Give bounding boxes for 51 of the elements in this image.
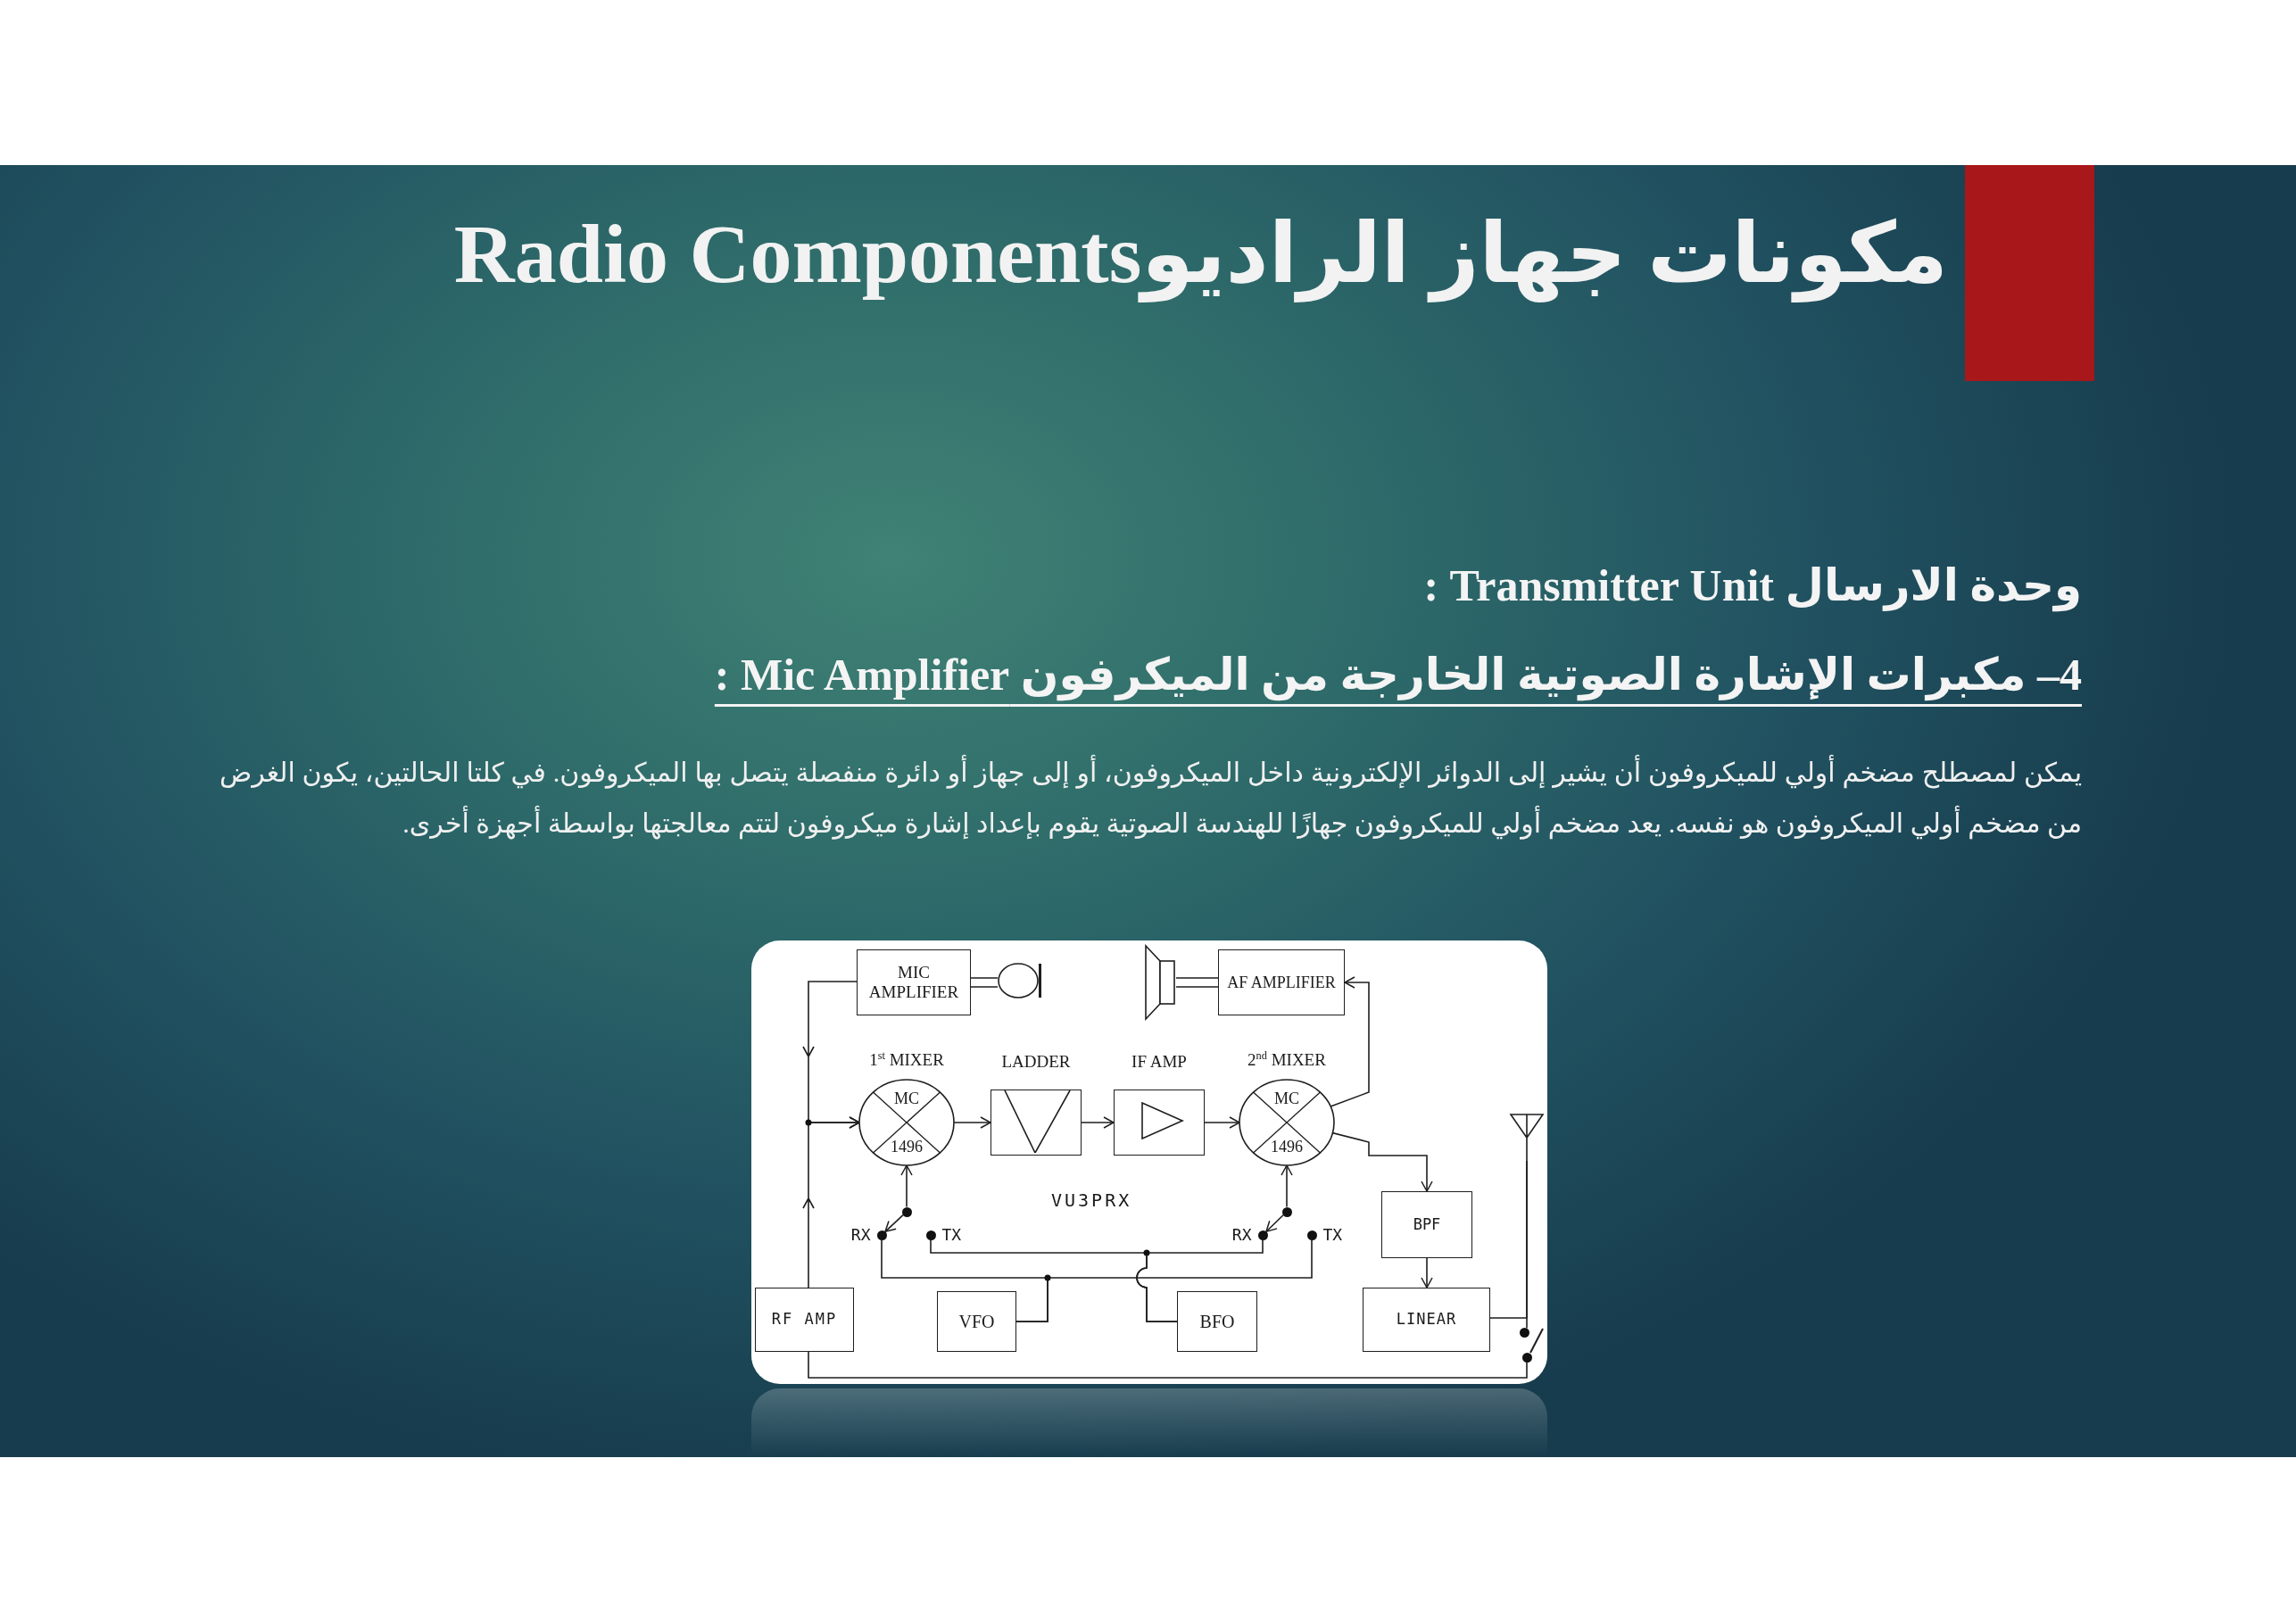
arrow — [1204, 1116, 1240, 1129]
chip-label: MC — [894, 1090, 919, 1107]
contact-dot-icon — [1521, 1352, 1532, 1363]
contact-dot-icon — [876, 1230, 887, 1240]
arrow — [884, 1214, 904, 1233]
contact-dot-icon — [1257, 1230, 1268, 1240]
connector-line — [1136, 1239, 1264, 1322]
contact-dot-icon — [925, 1230, 936, 1240]
section-heading: وحدة الارسال Transmitter Unit : — [1423, 559, 2082, 614]
block-box: BFO — [1177, 1291, 1257, 1352]
block-box: VFO — [937, 1291, 1016, 1352]
antenna-icon — [1509, 1113, 1545, 1161]
switch-position-label: TX — [941, 1226, 962, 1244]
connector-line — [970, 977, 999, 988]
arrow — [1331, 1131, 1433, 1192]
arrow — [1265, 1214, 1284, 1232]
arrow — [1421, 1257, 1433, 1288]
block-label: 1$^{st}$ MIXER — [869, 1049, 944, 1071]
arrow — [1330, 976, 1370, 1107]
switch-position-label: RX — [850, 1226, 871, 1244]
block-box: RF AMP — [755, 1288, 854, 1352]
chip-number: 1496 — [1271, 1138, 1303, 1156]
arrow — [900, 1164, 913, 1208]
switch-position-label: RX — [1231, 1226, 1252, 1244]
block-label: IF AMP — [1131, 1051, 1187, 1073]
connector-line — [1015, 1239, 1313, 1322]
arrow — [802, 1116, 860, 1288]
block-box: BPF — [1381, 1191, 1472, 1258]
block-box: LINEAR — [1363, 1288, 1490, 1352]
contact-dot-icon — [1306, 1230, 1317, 1240]
contact-dot-icon — [901, 1206, 912, 1217]
contact-dot-icon — [1281, 1206, 1292, 1217]
block-box: AF AMPLIFIER — [1218, 949, 1345, 1015]
diagram-label: VU3PRX — [1051, 1189, 1132, 1211]
connector-line — [808, 1351, 1528, 1379]
arrow — [1281, 1164, 1293, 1208]
switch-position-label: TX — [1322, 1226, 1343, 1244]
speaker-icon — [1144, 944, 1176, 1021]
contact-dot-icon — [1519, 1327, 1529, 1338]
arrow — [1081, 1116, 1115, 1129]
block-label: LADDER — [1001, 1051, 1071, 1073]
body-paragraph: يمكن لمصطلح مضخم أولي للميكروفون أن يشير إلى الدوائر الإلكترونية داخل الميكروفون، أو إلى جهاز أو دائرة منفصلة يتصل بها الميكروفون. في كلتا الحالتين، يكون الغرض من مضخم أولي الميكروفون هو نفسه. يعد مضخم أولي للميكروفون جهازًا للهندسة الصوتية يقوم بإعداد إشارة ميكروفون لتتم معالجتها بواسطة أجهزة أخرى. — [220, 747, 2082, 849]
connector-line — [1526, 1160, 1528, 1330]
microphone-icon — [998, 962, 1042, 999]
subsection-heading: 4– مكبرات الإشارة الصوتية الخارجة من الميكرفون Mic Amplifier : — [714, 649, 2082, 703]
block-box: MIC AMPLIFIER — [857, 949, 971, 1015]
chip-number: 1496 — [891, 1138, 923, 1156]
connector-line — [1175, 977, 1219, 988]
chip-label: MC — [1274, 1090, 1299, 1107]
block-label: 2$^{nd}$ MIXER — [1247, 1049, 1326, 1071]
slide-title: مكونات جهاز الراديوRadio Components — [453, 203, 1948, 303]
